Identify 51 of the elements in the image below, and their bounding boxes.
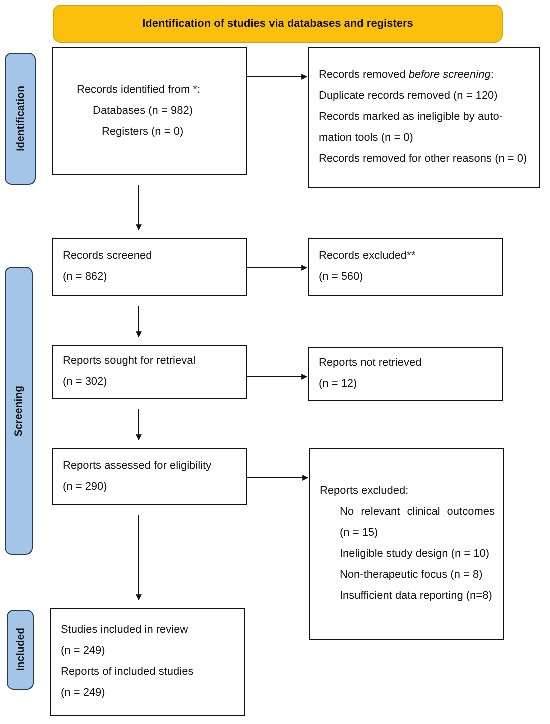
box-text: Reports excluded:: [320, 484, 410, 499]
box-text: Non-therapeutic focus (n = 8): [339, 568, 484, 583]
stage-label: Included: [14, 628, 26, 672]
box-text: Records removed for other reasons (n = 0): [319, 152, 528, 167]
arrow: [246, 475, 309, 481]
process-box: [52, 47, 247, 175]
box-text: Records removed before screening:: [319, 68, 495, 83]
box-text: (n = 249): [61, 644, 106, 659]
box-text: Studies included in review: [61, 623, 190, 638]
stage-tab: [7, 610, 34, 690]
arrow: [246, 74, 308, 80]
box-text: Reports not retrieved: [319, 356, 423, 371]
process-box: [308, 47, 540, 188]
stage-tab: [5, 267, 33, 555]
arrow: [136, 514, 142, 601]
process-box: [308, 347, 503, 401]
stage-label: Screening: [13, 386, 25, 436]
box-text: (n = 249): [61, 686, 106, 701]
process-box: [52, 345, 247, 399]
box-text: (n = 302): [63, 375, 108, 390]
box-text: Duplicate records removed (n = 120): [319, 89, 499, 104]
banner-title: Identification of studies via databases and registers: [142, 18, 414, 30]
arrow: [246, 265, 308, 271]
arrow: [246, 374, 308, 380]
process-box: [50, 608, 245, 716]
box-text: (n = 560): [319, 270, 364, 285]
process-box: [52, 238, 247, 296]
box-text: Records screened: [63, 249, 154, 264]
box-text: (n = 290): [63, 480, 108, 494]
process-box: [309, 448, 504, 640]
box-text: Reports sought for retrieval: [63, 354, 197, 369]
box-text: Ineligible study design (n = 10): [339, 547, 491, 562]
arrow: [136, 306, 142, 338]
stage-label: Identification: [14, 86, 26, 152]
box-text: (n = 862): [63, 270, 108, 285]
arrow: [136, 408, 142, 441]
box-text: Records excluded**: [319, 249, 417, 264]
box-text: Registers (n = 0): [101, 124, 185, 140]
box-text: Records marked as ineligible by auto- mation tools (n = 0): [319, 110, 504, 146]
arrow: [136, 184, 142, 231]
box-text: Insufficient data reporting (n=8): [339, 589, 494, 604]
process-box: [308, 238, 503, 296]
box-text: No relevant clinical outcomes (n = 15): [339, 505, 495, 541]
box-text: Records identified from *:: [77, 82, 202, 98]
box-text: Databases (n = 982): [92, 104, 194, 118]
box-text: Reports assessed for eligibility: [63, 458, 213, 474]
title-banner: [53, 5, 503, 43]
box-text: (n = 12): [319, 377, 358, 392]
process-box: [52, 448, 247, 505]
stage-tab: [5, 53, 36, 185]
box-text: Reports of included studies: [61, 665, 195, 680]
